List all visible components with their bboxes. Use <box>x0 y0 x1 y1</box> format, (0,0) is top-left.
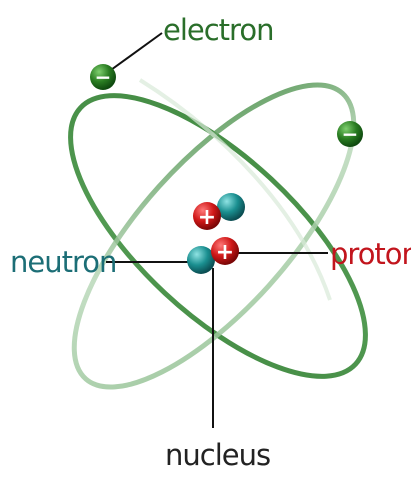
electron-leader-line <box>103 32 163 76</box>
nucleus-label: nucleus <box>165 438 270 472</box>
proton-charge-symbol: + <box>198 205 216 230</box>
proton: + <box>193 202 221 230</box>
nucleus: + + <box>187 193 245 274</box>
electron-label: electron <box>163 13 273 47</box>
electron: − <box>337 121 363 147</box>
electron-charge-symbol: − <box>95 65 112 89</box>
orbit-path <box>71 82 357 390</box>
neutron-label: neutron <box>10 245 116 279</box>
neutron <box>187 246 215 274</box>
proton: + <box>211 237 239 265</box>
electron-charge-symbol: − <box>342 122 359 146</box>
proton-charge-symbol: + <box>216 240 234 265</box>
orbit-path <box>138 78 332 301</box>
electron: − <box>90 64 116 90</box>
orbit-path <box>68 93 368 379</box>
neutron <box>217 193 245 221</box>
proton-label: proton <box>330 237 411 271</box>
